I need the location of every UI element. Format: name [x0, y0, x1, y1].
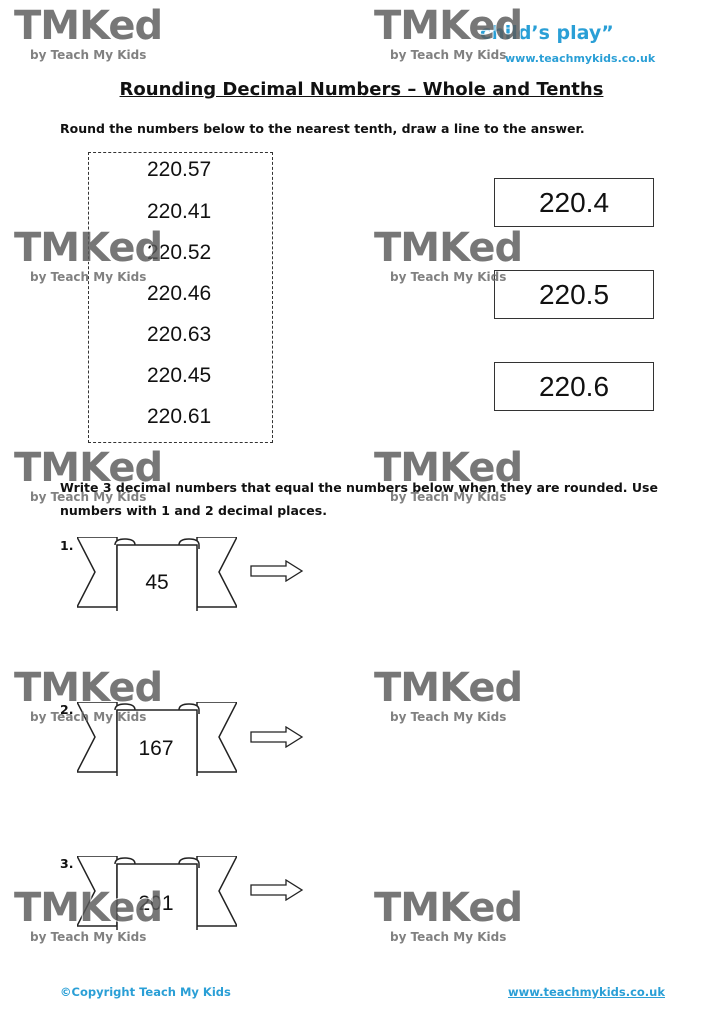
watermark-logo-text: TMKed — [373, 885, 524, 931]
watermark-byline: by Teach My Kids — [30, 710, 147, 724]
watermark-logo-text: TMKed — [13, 885, 164, 931]
watermark-logo-text: TMKed — [373, 3, 524, 49]
section2-instruction: Write 3 decimal numbers that equal the n… — [60, 480, 658, 518]
watermark-logo-text: TMKed — [13, 665, 164, 711]
watermark-logo: TMKed by Teach My Kids — [13, 225, 164, 284]
watermark-logo: TMKed by Teach My Kids — [373, 885, 524, 944]
header-tagline: child’s play” — [480, 22, 614, 44]
arrow-right-icon — [250, 879, 304, 901]
page-title: Rounding Decimal Numbers – Whole and Ten… — [119, 79, 604, 100]
answer-box: 220.4 — [494, 178, 654, 227]
question-number: 1. — [60, 538, 74, 553]
question-number: 3. — [60, 856, 74, 871]
numbers-box — [88, 152, 273, 443]
header-site-url: www.teachmykids.co.uk — [505, 52, 656, 65]
number-item: 220.57 — [147, 158, 212, 181]
watermark-logo: TMKed by Teach My Kids — [373, 225, 524, 284]
ribbon-banner-icon — [77, 537, 237, 611]
watermark-byline: by Teach My Kids — [390, 710, 507, 724]
watermark-byline: by Teach My Kids — [30, 490, 147, 504]
watermark-logo: TMKed by Teach My Kids — [13, 3, 164, 62]
arrow-right-icon — [250, 726, 304, 748]
footer-copyright: ©Copyright Teach My Kids — [60, 985, 231, 999]
section1-instruction: Round the numbers below to the nearest t… — [60, 121, 585, 136]
watermark-byline: by Teach My Kids — [390, 930, 507, 944]
watermark-byline: by Teach My Kids — [30, 930, 147, 944]
watermark-byline: by Teach My Kids — [390, 270, 507, 284]
arrow-right-icon — [250, 560, 304, 582]
watermark-logo: TMKed by Teach My Kids — [373, 3, 524, 62]
number-item: 220.52 — [147, 241, 212, 264]
watermark-logo-text: TMKed — [13, 3, 164, 49]
banner-value: 45 — [145, 571, 169, 594]
number-item: 220.63 — [147, 323, 212, 346]
watermark-logo: TMKed by Teach My Kids — [13, 885, 164, 944]
watermark-byline: by Teach My Kids — [30, 270, 147, 284]
ribbon-banner-icon — [77, 702, 237, 776]
banner-value: 167 — [138, 737, 174, 760]
number-item: 220.61 — [147, 405, 212, 428]
watermark-byline: by Teach My Kids — [390, 48, 507, 62]
question-number: 2. — [60, 702, 74, 717]
watermark-logo: TMKed by Teach My Kids — [373, 445, 524, 504]
number-item: 220.45 — [147, 364, 212, 387]
watermark-logo: TMKed by Teach My Kids — [373, 665, 524, 724]
watermark-logo: TMKed by Teach My Kids — [13, 665, 164, 724]
watermark-logo-text: TMKed — [13, 225, 164, 271]
number-item: 220.46 — [147, 282, 212, 305]
watermark-byline: by Teach My Kids — [30, 48, 147, 62]
ribbon-banner-icon — [77, 856, 237, 930]
banner-value: 201 — [138, 892, 174, 915]
footer-link[interactable]: www.teachmykids.co.uk — [508, 985, 666, 999]
watermark-byline: by Teach My Kids — [390, 490, 507, 504]
number-item: 220.41 — [147, 200, 212, 223]
answer-box: 220.5 — [494, 270, 654, 319]
watermark-logo-text: TMKed — [373, 665, 524, 711]
watermark-logo-text: TMKed — [373, 225, 524, 271]
watermark-logo-text: TMKed — [373, 445, 524, 491]
watermark-logo-text: TMKed — [13, 445, 164, 491]
answer-box: 220.6 — [494, 362, 654, 411]
watermark-logo: TMKed by Teach My Kids — [13, 445, 164, 504]
